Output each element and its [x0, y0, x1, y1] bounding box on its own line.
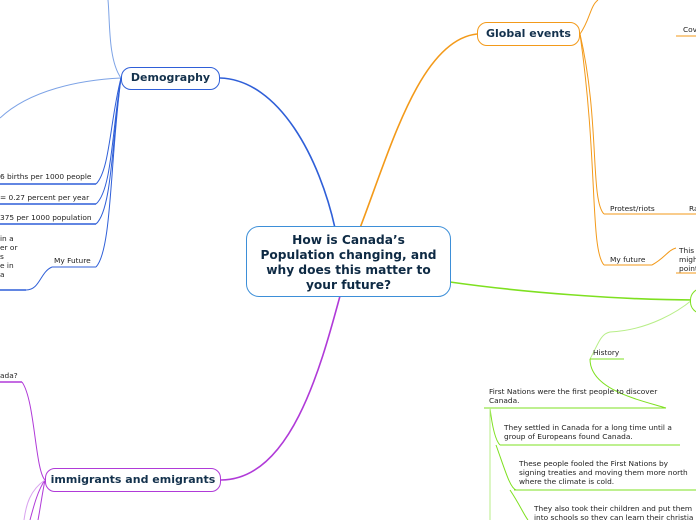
my-future-global-link	[579, 33, 605, 266]
settled-leaf[interactable]: They settled in Canada for a long time u…	[504, 423, 672, 441]
ada-leaf[interactable]: ada?	[0, 371, 18, 380]
demography-label: Demography	[130, 71, 211, 84]
immigrants-topic[interactable]: immigrants and emigrants	[45, 468, 221, 492]
immigrants-label: immigrants and emigrants	[50, 473, 216, 486]
global-events-topic[interactable]: Global events	[477, 22, 580, 46]
protest-riots-leaf[interactable]: Protest/riots	[610, 204, 655, 213]
history-link	[589, 299, 693, 360]
immigrants-down-link-2	[37, 479, 46, 520]
center-to-history-link	[449, 281, 696, 301]
global-events-label: Global events	[486, 27, 571, 40]
immigrants-down-link-1	[29, 479, 46, 520]
history-connectors	[449, 281, 696, 520]
partial-note-leaf[interactable]: in a er or s e in a	[0, 234, 18, 279]
central-topic[interactable]: How is Canada’s Population changing, and…	[246, 226, 451, 297]
schools-link	[509, 489, 529, 520]
center-to-demography-link	[219, 77, 336, 229]
protest-link	[579, 33, 605, 215]
my-future-sub-link	[25, 266, 53, 291]
fooled-leaf[interactable]: These people fooled the First Nations by…	[519, 459, 688, 486]
first-nations-leaf[interactable]: First Nations were the first people to d…	[489, 387, 658, 405]
center-to-immigrants-link	[220, 295, 341, 481]
settled-link	[489, 407, 501, 446]
immigrants-connectors	[0, 295, 341, 520]
demography-left-link	[0, 77, 122, 119]
population-link	[95, 77, 122, 225]
demography-my-future-leaf[interactable]: My Future	[54, 256, 91, 265]
schools-leaf[interactable]: They also took their children and put th…	[534, 504, 694, 520]
first-nations-link	[589, 358, 667, 409]
central-topic-text: How is Canada’s Population changing, and…	[260, 233, 437, 292]
ra-leaf[interactable]: Ra	[689, 204, 696, 213]
population-leaf[interactable]: 375 per 1000 population	[0, 213, 92, 222]
ada-link	[21, 381, 46, 481]
global-my-future-leaf[interactable]: My future	[610, 255, 646, 264]
demography-topic[interactable]: Demography	[121, 67, 220, 90]
fooled-link	[495, 444, 517, 491]
global-events-connectors	[359, 0, 696, 274]
global-up-link	[579, 0, 599, 35]
this-might-leaf[interactable]: This migh point	[679, 246, 696, 273]
demography-up-link	[107, 0, 122, 79]
this-sub-link	[651, 247, 677, 266]
demography-connectors	[0, 0, 336, 291]
births-leaf[interactable]: 6 births per 1000 people	[0, 172, 92, 181]
cov-leaf[interactable]: Cov	[683, 25, 696, 34]
percent-leaf[interactable]: = 0.27 percent per year	[0, 193, 90, 202]
history-leaf[interactable]: History	[593, 348, 620, 357]
my-future-link	[95, 77, 122, 268]
immigrants-down-link-3	[23, 479, 46, 520]
births-link	[95, 77, 122, 185]
center-to-global-events-link	[359, 33, 478, 229]
